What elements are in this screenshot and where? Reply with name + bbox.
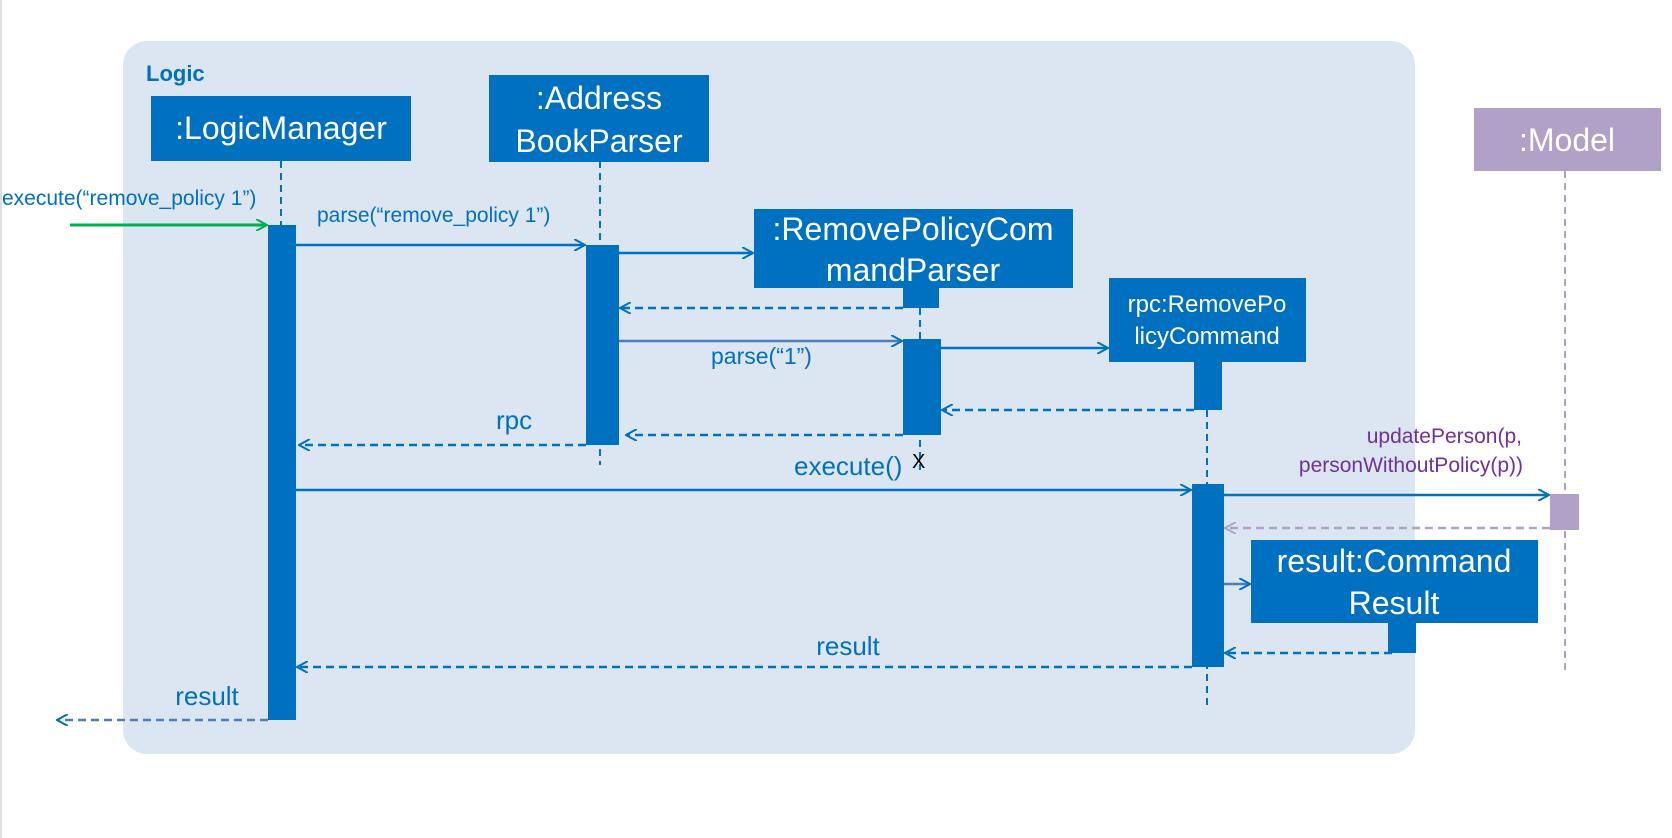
participant-remove-policy-command-parser: :RemovePolicyCom mandParser: [754, 209, 1073, 288]
message-return-result-inner-label: result: [816, 631, 880, 661]
logic-frame: [123, 41, 1415, 754]
activation-logic-manager: [268, 225, 296, 720]
participant-rpc-line1: rpc:RemovePo: [1128, 291, 1287, 318]
activation-rpc-execute: [1192, 484, 1224, 667]
participant-logic-manager-label: :LogicManager: [175, 110, 387, 146]
participant-model-label: :Model: [1519, 122, 1615, 158]
message-parse-args-label: parse(“1”): [711, 343, 812, 369]
activation-rpcp-create: [903, 288, 939, 308]
participant-address-book-parser-line2: BookParser: [515, 123, 683, 159]
message-return-rpc-label: rpc: [496, 405, 532, 435]
destroy-mark: X: [912, 451, 925, 473]
message-return-result-outer-label: result: [175, 681, 239, 711]
participant-rpc: rpc:RemovePo licyCommand: [1109, 278, 1306, 362]
participant-address-book-parser: :Address BookParser: [489, 75, 709, 162]
participant-rpcp-line1: :RemovePolicyCom: [773, 211, 1054, 247]
participant-command-result-line1: result:Command: [1277, 543, 1512, 579]
activation-rpc-create: [1194, 362, 1222, 410]
frame-label: Logic: [146, 61, 205, 86]
activation-command-result: [1388, 623, 1416, 653]
participant-rpc-line2: licyCommand: [1134, 323, 1279, 350]
message-update-person-line1: updatePerson(p,: [1367, 425, 1522, 448]
message-update-person-line2: personWithoutPolicy(p)): [1299, 454, 1523, 477]
participant-logic-manager: :LogicManager: [151, 96, 411, 161]
message-parse-label: parse(“remove_policy 1”): [317, 204, 550, 227]
participant-address-book-parser-line1: :Address: [536, 80, 662, 116]
activation-address-book-parser: [586, 245, 619, 445]
participant-command-result: result:Command Result: [1251, 540, 1538, 623]
participant-model: :Model: [1474, 108, 1661, 171]
message-execute-incoming-label: execute(“remove_policy 1”): [2, 187, 256, 210]
activation-model: [1550, 494, 1579, 530]
participant-rpcp-line2: mandParser: [826, 252, 1001, 288]
activation-rpcp-parse: [903, 339, 941, 435]
message-execute-label: execute(): [794, 451, 902, 481]
participant-command-result-line2: Result: [1349, 585, 1440, 621]
